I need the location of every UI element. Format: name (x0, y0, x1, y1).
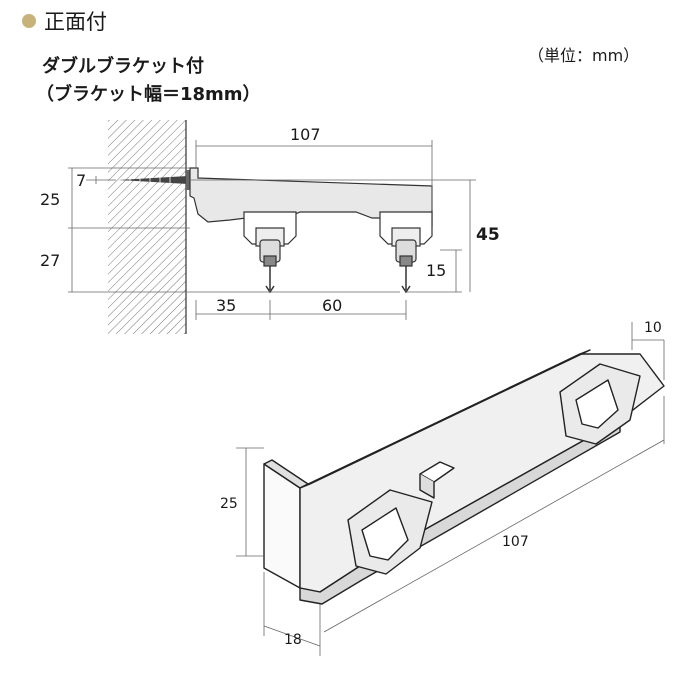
section-title: 正面付 (44, 10, 107, 34)
bracket-perspective (263, 349, 665, 605)
dim-runner-drop: 15 (426, 261, 446, 280)
product-title: ダブルブラケット付 (42, 56, 204, 77)
dim-overall-height: 45 (476, 225, 500, 245)
unit-note: （単位：mm） (528, 46, 640, 65)
dim-lower-height: 27 (40, 251, 60, 270)
product-width-note: （ブラケット幅＝18mm） (36, 84, 261, 105)
dim-length: 107 (502, 534, 529, 550)
rail-2 (379, 211, 433, 267)
dim-first-rail: 35 (216, 296, 236, 315)
dim-bracket-width: 18 (284, 632, 302, 648)
wall (108, 120, 186, 334)
rail-1 (243, 211, 297, 267)
dim-screw-offset: 7 (76, 171, 86, 190)
section-bullet-icon (22, 14, 36, 28)
dim-tip-width: 10 (644, 320, 662, 336)
dim-total-length: 107 (290, 125, 321, 144)
dim-upper-height: 25 (40, 190, 60, 209)
dim-rail-spacing: 60 (322, 296, 342, 315)
dim-height: 25 (220, 496, 238, 512)
